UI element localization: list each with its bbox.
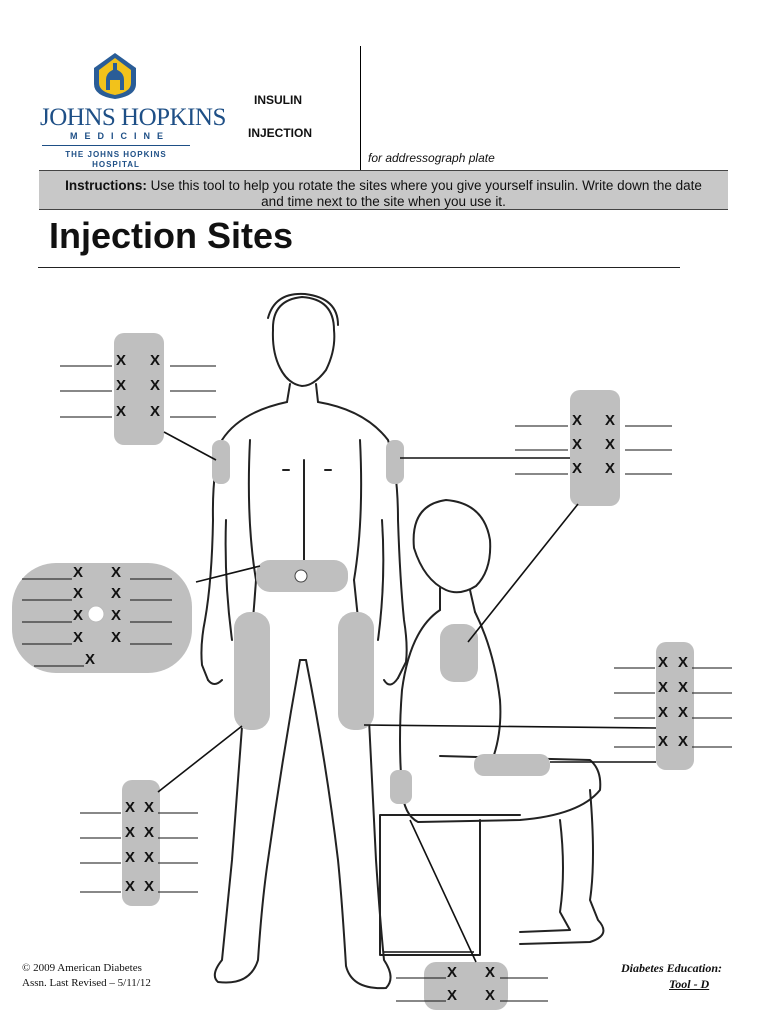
site-x-mark: X <box>125 824 135 841</box>
callout-seated-thigh <box>656 642 694 770</box>
tool-label: Tool - D <box>669 977 710 991</box>
logo-hospital-line-2: HOSPITAL <box>92 160 140 169</box>
site-x-mark: X <box>125 799 135 816</box>
site-x-mark: X <box>116 403 126 420</box>
chair <box>379 814 521 956</box>
standing-torso <box>200 401 408 681</box>
site-x-mark: X <box>144 849 154 866</box>
callout-upper-arm-right <box>570 390 620 506</box>
site-x-mark: X <box>572 436 582 453</box>
site-x-mark: X <box>116 352 126 369</box>
site-x-mark: X <box>605 412 615 429</box>
page-title: Injection Sites <box>49 215 294 256</box>
instructions-text: Use this tool to help you rotate the sit… <box>150 178 702 209</box>
site-x-mark: X <box>678 704 688 721</box>
header-insulin: INSULIN <box>254 93 302 107</box>
site-x-mark: X <box>678 679 688 696</box>
site-x-mark: X <box>73 585 83 602</box>
logo-subtitle: MEDICINE <box>70 131 171 141</box>
site-x-mark: X <box>116 377 126 394</box>
site-x-mark: X <box>658 654 668 671</box>
site-x-mark: X <box>572 412 582 429</box>
callout-upper-arm-left <box>114 333 164 445</box>
callout-thigh <box>122 780 160 906</box>
site-x-mark: X <box>678 654 688 671</box>
connector-lines <box>157 431 657 963</box>
site-x-mark: X <box>572 460 582 477</box>
header-injection: INJECTION <box>248 126 313 140</box>
header-divider <box>360 46 361 170</box>
site-x-mark: X <box>144 799 154 816</box>
site-x-mark: X <box>447 964 457 981</box>
addressograph-label: for addressograph plate <box>368 151 495 165</box>
site-x-mark: X <box>658 704 668 721</box>
site-x-mark: X <box>111 607 121 624</box>
hopkins-shield-logo <box>94 53 136 99</box>
standing-head <box>271 296 336 387</box>
instructions-box: Instructions: Use this tool to help you … <box>39 170 728 210</box>
site-x-mark: X <box>150 352 160 369</box>
site-x-mark: X <box>485 987 495 1004</box>
seated-body <box>399 609 602 823</box>
site-x-mark: X <box>111 585 121 602</box>
logo-divider <box>42 145 190 146</box>
site-x-mark: X <box>144 878 154 895</box>
site-x-mark: X <box>678 733 688 750</box>
series-label: Diabetes Education: <box>621 961 722 975</box>
title-divider <box>38 267 680 268</box>
site-x-mark: X <box>73 607 83 624</box>
logo-wordmark: JOHNS HOPKINS <box>40 104 226 131</box>
site-x-mark: X <box>150 377 160 394</box>
seated-head <box>412 499 492 594</box>
site-x-mark: X <box>658 733 668 750</box>
site-x-mark: X <box>125 878 135 895</box>
injection-site-shading <box>12 333 694 1010</box>
site-x-mark: X <box>111 564 121 581</box>
site-x-mark: X <box>73 629 83 646</box>
site-x-mark: X <box>447 987 457 1004</box>
site-x-mark: X <box>485 964 495 981</box>
site-x-mark: X <box>125 849 135 866</box>
site-x-mark: X <box>73 564 83 581</box>
site-x-mark: X <box>144 824 154 841</box>
revision-date: Assn. Last Revised – 5/11/12 <box>22 977 151 989</box>
site-x-mark: X <box>150 403 160 420</box>
site-x-mark: X <box>605 436 615 453</box>
copyright: © 2009 American Diabetes <box>22 962 142 974</box>
callout-buttock <box>424 962 508 1010</box>
site-x-mark: X <box>111 629 121 646</box>
instructions-label: Instructions: <box>65 178 147 193</box>
site-x-mark: X <box>658 679 668 696</box>
site-x-mark: X <box>85 651 95 668</box>
site-x-mark: X <box>605 460 615 477</box>
logo-hospital-line-1: THE JOHNS HOPKINS <box>65 150 167 159</box>
